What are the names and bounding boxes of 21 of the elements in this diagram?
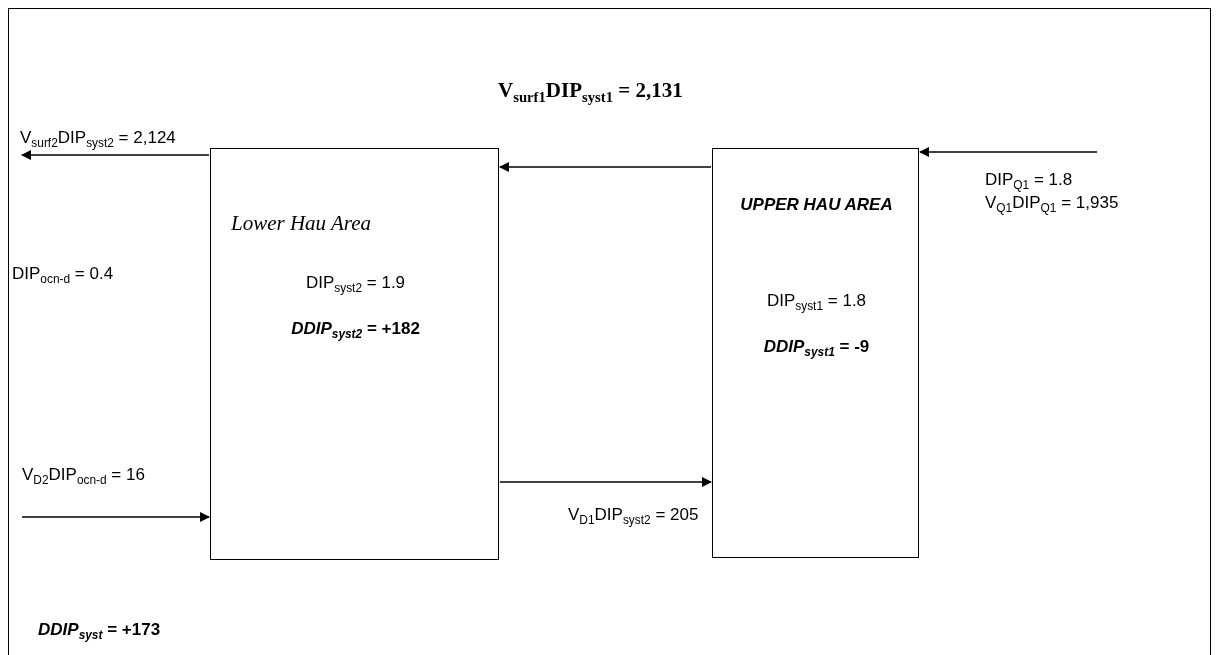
edge-label: V$_{surf1}$DIP$_{syst1}$ = 2,131: [498, 78, 684, 108]
flux-text: DDIP$_{syst1}$ = -9: [762, 337, 871, 360]
area-title: Lower Hau Area: [230, 211, 372, 236]
area-box: [210, 148, 499, 560]
area-title: UPPER HAU AREA: [739, 194, 894, 216]
arrow: [21, 150, 210, 160]
arrow: [499, 162, 712, 172]
flux-label: DIP$_{ocn-d}$ = 0.4: [12, 264, 114, 287]
arrow: [919, 147, 1098, 157]
edge-label: V$_{D2}$DIP$_{ocn-d}$ = 16: [22, 465, 146, 488]
flux-text: DDIP$_{syst2}$ = +182: [290, 319, 421, 342]
edge-label: V$_{surf2}$DIP$_{syst2}$ = 2,124: [20, 128, 177, 151]
arrow: [499, 477, 712, 487]
edge-label: V$_{D1}$DIP$_{syst2}$ = 205: [568, 505, 700, 528]
concentration-text: DIP$_{syst2}$ = 1.9: [304, 273, 407, 296]
area-box: [712, 148, 919, 558]
flux-label: V$_{Q1}$DIP$_{Q1}$ = 1,935: [985, 193, 1119, 216]
concentration-text: DIP$_{syst1}$ = 1.8: [765, 291, 868, 314]
total-flux-label: DDIP$_{syst}$ = +173: [38, 620, 161, 643]
arrow: [21, 512, 210, 522]
edge-label: DIP$_{Q1}$ = 1.8: [985, 170, 1074, 193]
